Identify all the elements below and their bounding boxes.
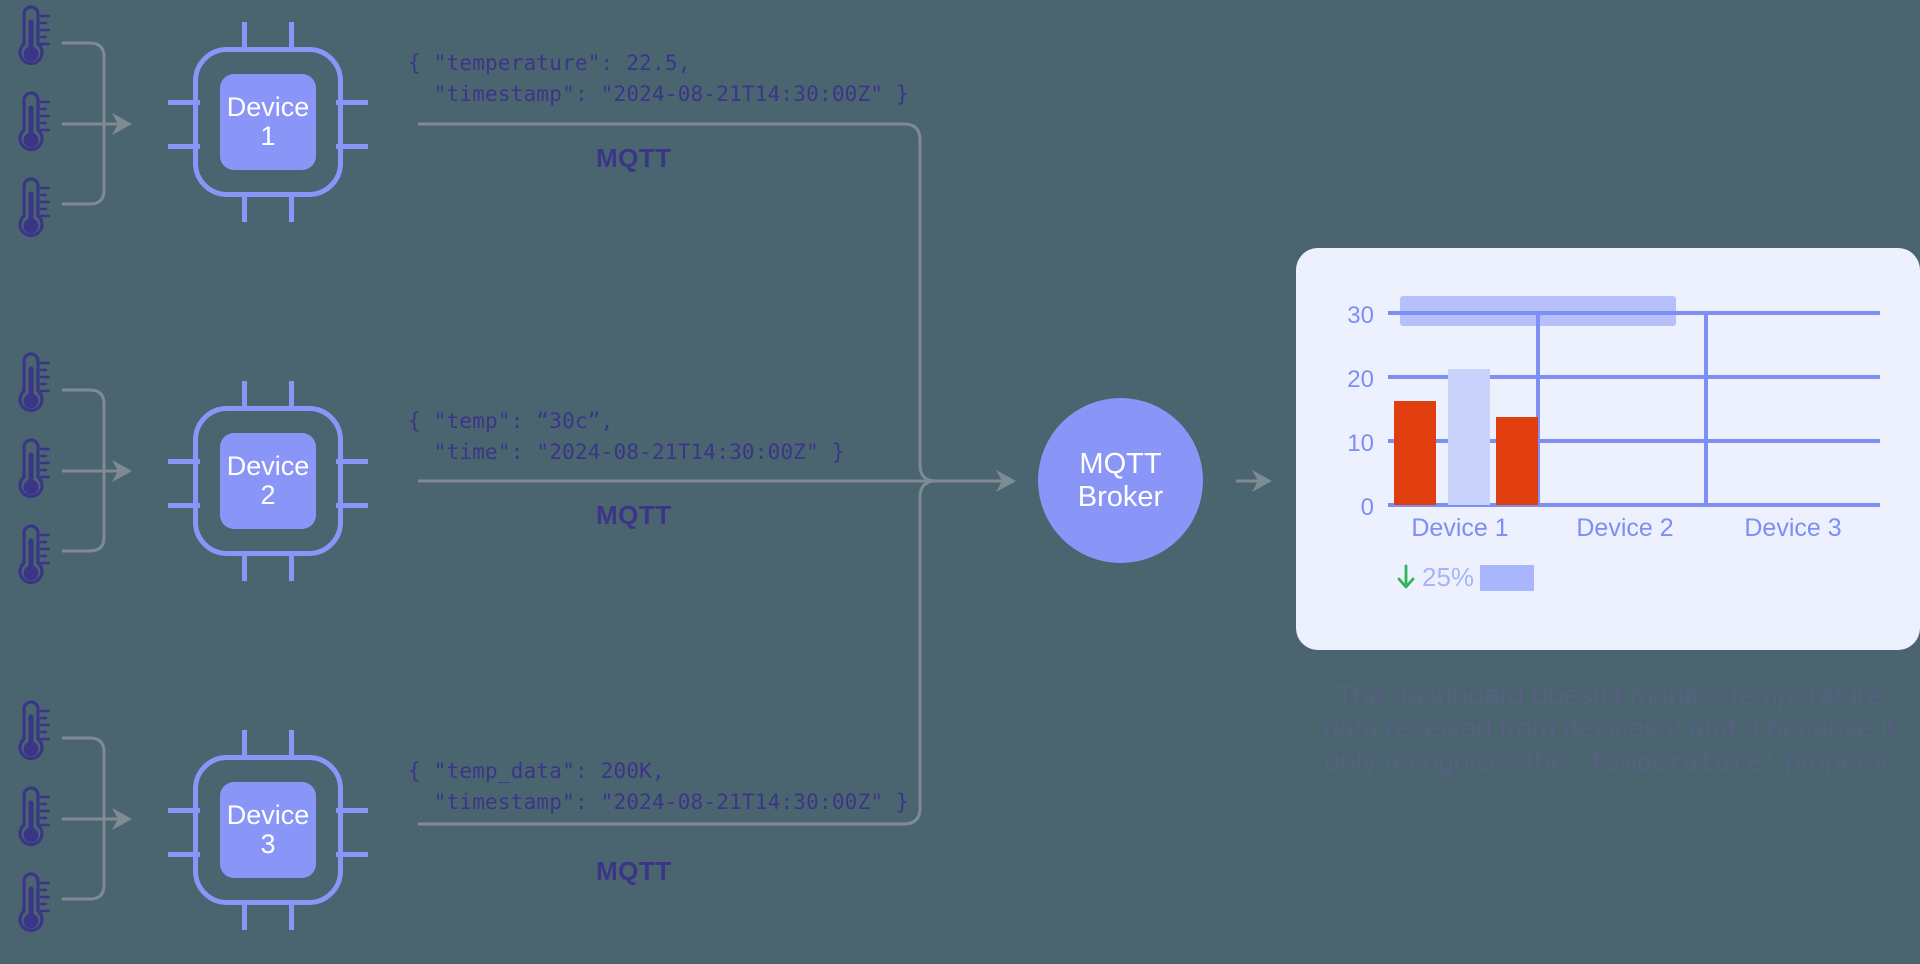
bar-device1-series-b xyxy=(1448,369,1490,505)
thermometer-icon xyxy=(6,699,52,765)
chip-pin xyxy=(242,192,247,222)
sensor-bracket-3 xyxy=(62,736,106,901)
device-3-name-line2: 3 xyxy=(260,829,276,859)
chip-pin xyxy=(289,192,294,222)
thermometer-icon xyxy=(6,176,52,242)
device-1-payload: { "temperature": 22.5, "timestamp": "202… xyxy=(408,51,909,106)
device-3-protocol-label: MQTT xyxy=(596,856,672,886)
chip-pin xyxy=(168,100,200,105)
thermometer-icon xyxy=(6,523,52,589)
dashboard-arrowhead xyxy=(1252,470,1272,492)
device-2-chip[interactable]: Device 2 xyxy=(168,381,368,581)
chip-pin xyxy=(336,144,368,149)
chip-pin xyxy=(336,459,368,464)
chip-pin xyxy=(336,808,368,813)
chip-pin xyxy=(289,381,294,411)
thermometer-icon xyxy=(6,351,52,417)
dashboard-caption: The dashboard doesn’t monitor temperatur… xyxy=(1286,678,1920,779)
caption-code-temperature: 'temperature' xyxy=(1573,747,1778,777)
chip-pin xyxy=(336,503,368,508)
arrow-down-icon xyxy=(1396,564,1416,592)
device-2-protocol-label: MQTT xyxy=(596,500,672,530)
chip-outline xyxy=(193,47,343,197)
sensor-arrowhead-1 xyxy=(112,113,132,135)
chip-pin xyxy=(289,551,294,581)
chip-pin xyxy=(168,503,200,508)
chip-pin xyxy=(289,900,294,930)
device-1-name-line2: 1 xyxy=(260,121,276,151)
chip-pin xyxy=(242,900,247,930)
caption-line-3: only recognizes the 'temperature' proper… xyxy=(1286,744,1920,779)
sensor-bracket-1 xyxy=(62,41,106,206)
chip-pin xyxy=(242,381,247,411)
x-tick-label-device-2: Device 2 xyxy=(1576,514,1674,542)
gridline-vertical-2 xyxy=(1704,311,1708,507)
device-2-name-line2: 2 xyxy=(260,480,276,510)
chip-pin xyxy=(242,551,247,581)
device-3-core: Device 3 xyxy=(220,782,316,878)
y-tick-label-0: 0 xyxy=(1360,494,1374,521)
gridline-0-axis xyxy=(1388,503,1880,507)
bus-merge-bottom xyxy=(918,479,937,498)
chip-pin xyxy=(242,730,247,760)
thermometer-icon xyxy=(6,785,52,851)
chip-pin xyxy=(336,100,368,105)
device-1-name-line1: Device xyxy=(226,91,310,122)
caption-line-2: data received from devices 2 and 3 becau… xyxy=(1323,712,1895,743)
bar-device1-series-a xyxy=(1394,401,1436,505)
sensor-arrowhead-3 xyxy=(112,808,132,830)
device-2-core: Device 2 xyxy=(220,433,316,529)
dashboard-card[interactable]: 30 20 10 0 Device 1 Device 2 Device 3 25… xyxy=(1296,248,1920,650)
gridline-vertical-1 xyxy=(1536,311,1540,507)
y-tick-label-10: 10 xyxy=(1347,430,1374,457)
sensor-bracket-2 xyxy=(62,388,106,553)
device-3-chip[interactable]: Device 3 xyxy=(168,730,368,930)
bar-device1-series-c xyxy=(1496,417,1538,505)
chart-legend: 25% xyxy=(1396,562,1535,593)
chip-pin xyxy=(289,22,294,52)
gridline-10 xyxy=(1388,439,1880,443)
chip-pin xyxy=(336,852,368,857)
legend-swatch xyxy=(1480,564,1535,591)
thermometer-icon xyxy=(6,4,52,70)
chip-pin xyxy=(168,459,200,464)
chip-outline xyxy=(193,755,343,905)
caption-line-3-post: property. xyxy=(1777,745,1894,776)
device-3-name-line1: Device xyxy=(226,799,310,830)
thermometer-icon xyxy=(6,871,52,937)
caption-line-1: The dashboard doesn’t monitor temperatur… xyxy=(1335,679,1883,710)
broker-label-line2: Broker xyxy=(1077,480,1164,513)
chip-outline xyxy=(193,406,343,556)
gridline-20 xyxy=(1388,375,1880,379)
y-tick-label-20: 20 xyxy=(1347,366,1374,393)
legend-percent: 25% xyxy=(1422,562,1475,592)
broker-label-line1: MQTT xyxy=(1079,448,1162,481)
gridline-30 xyxy=(1388,311,1880,315)
x-tick-label-device-1: Device 1 xyxy=(1411,514,1509,542)
chip-pin xyxy=(242,22,247,52)
bus-merge-top xyxy=(918,464,937,483)
thermometer-icon xyxy=(6,437,52,503)
y-tick-label-30: 30 xyxy=(1347,302,1374,329)
chip-pin xyxy=(168,144,200,149)
mqtt-broker-node[interactable]: MQTT Broker xyxy=(1038,398,1203,563)
chip-pin xyxy=(289,730,294,760)
x-tick-label-device-3: Device 3 xyxy=(1744,514,1842,542)
broker-arrowhead xyxy=(996,470,1016,492)
device-1-chip[interactable]: Device 1 xyxy=(168,22,368,222)
thermometer-icon xyxy=(6,90,52,156)
device-2-payload: { "temp": “30c”, "time": "2024-08-21T14:… xyxy=(408,409,845,464)
chip-pin xyxy=(168,852,200,857)
device-2-name-line1: Device xyxy=(226,450,310,481)
device-1-core: Device 1 xyxy=(220,74,316,170)
device-1-protocol-label: MQTT xyxy=(596,143,672,173)
device-3-payload: { "temp_data": 200K, "timestamp": "2024-… xyxy=(408,759,909,814)
caption-line-3-pre: only recognizes the xyxy=(1324,745,1574,776)
chip-pin xyxy=(168,808,200,813)
sensor-arrowhead-2 xyxy=(112,460,132,482)
